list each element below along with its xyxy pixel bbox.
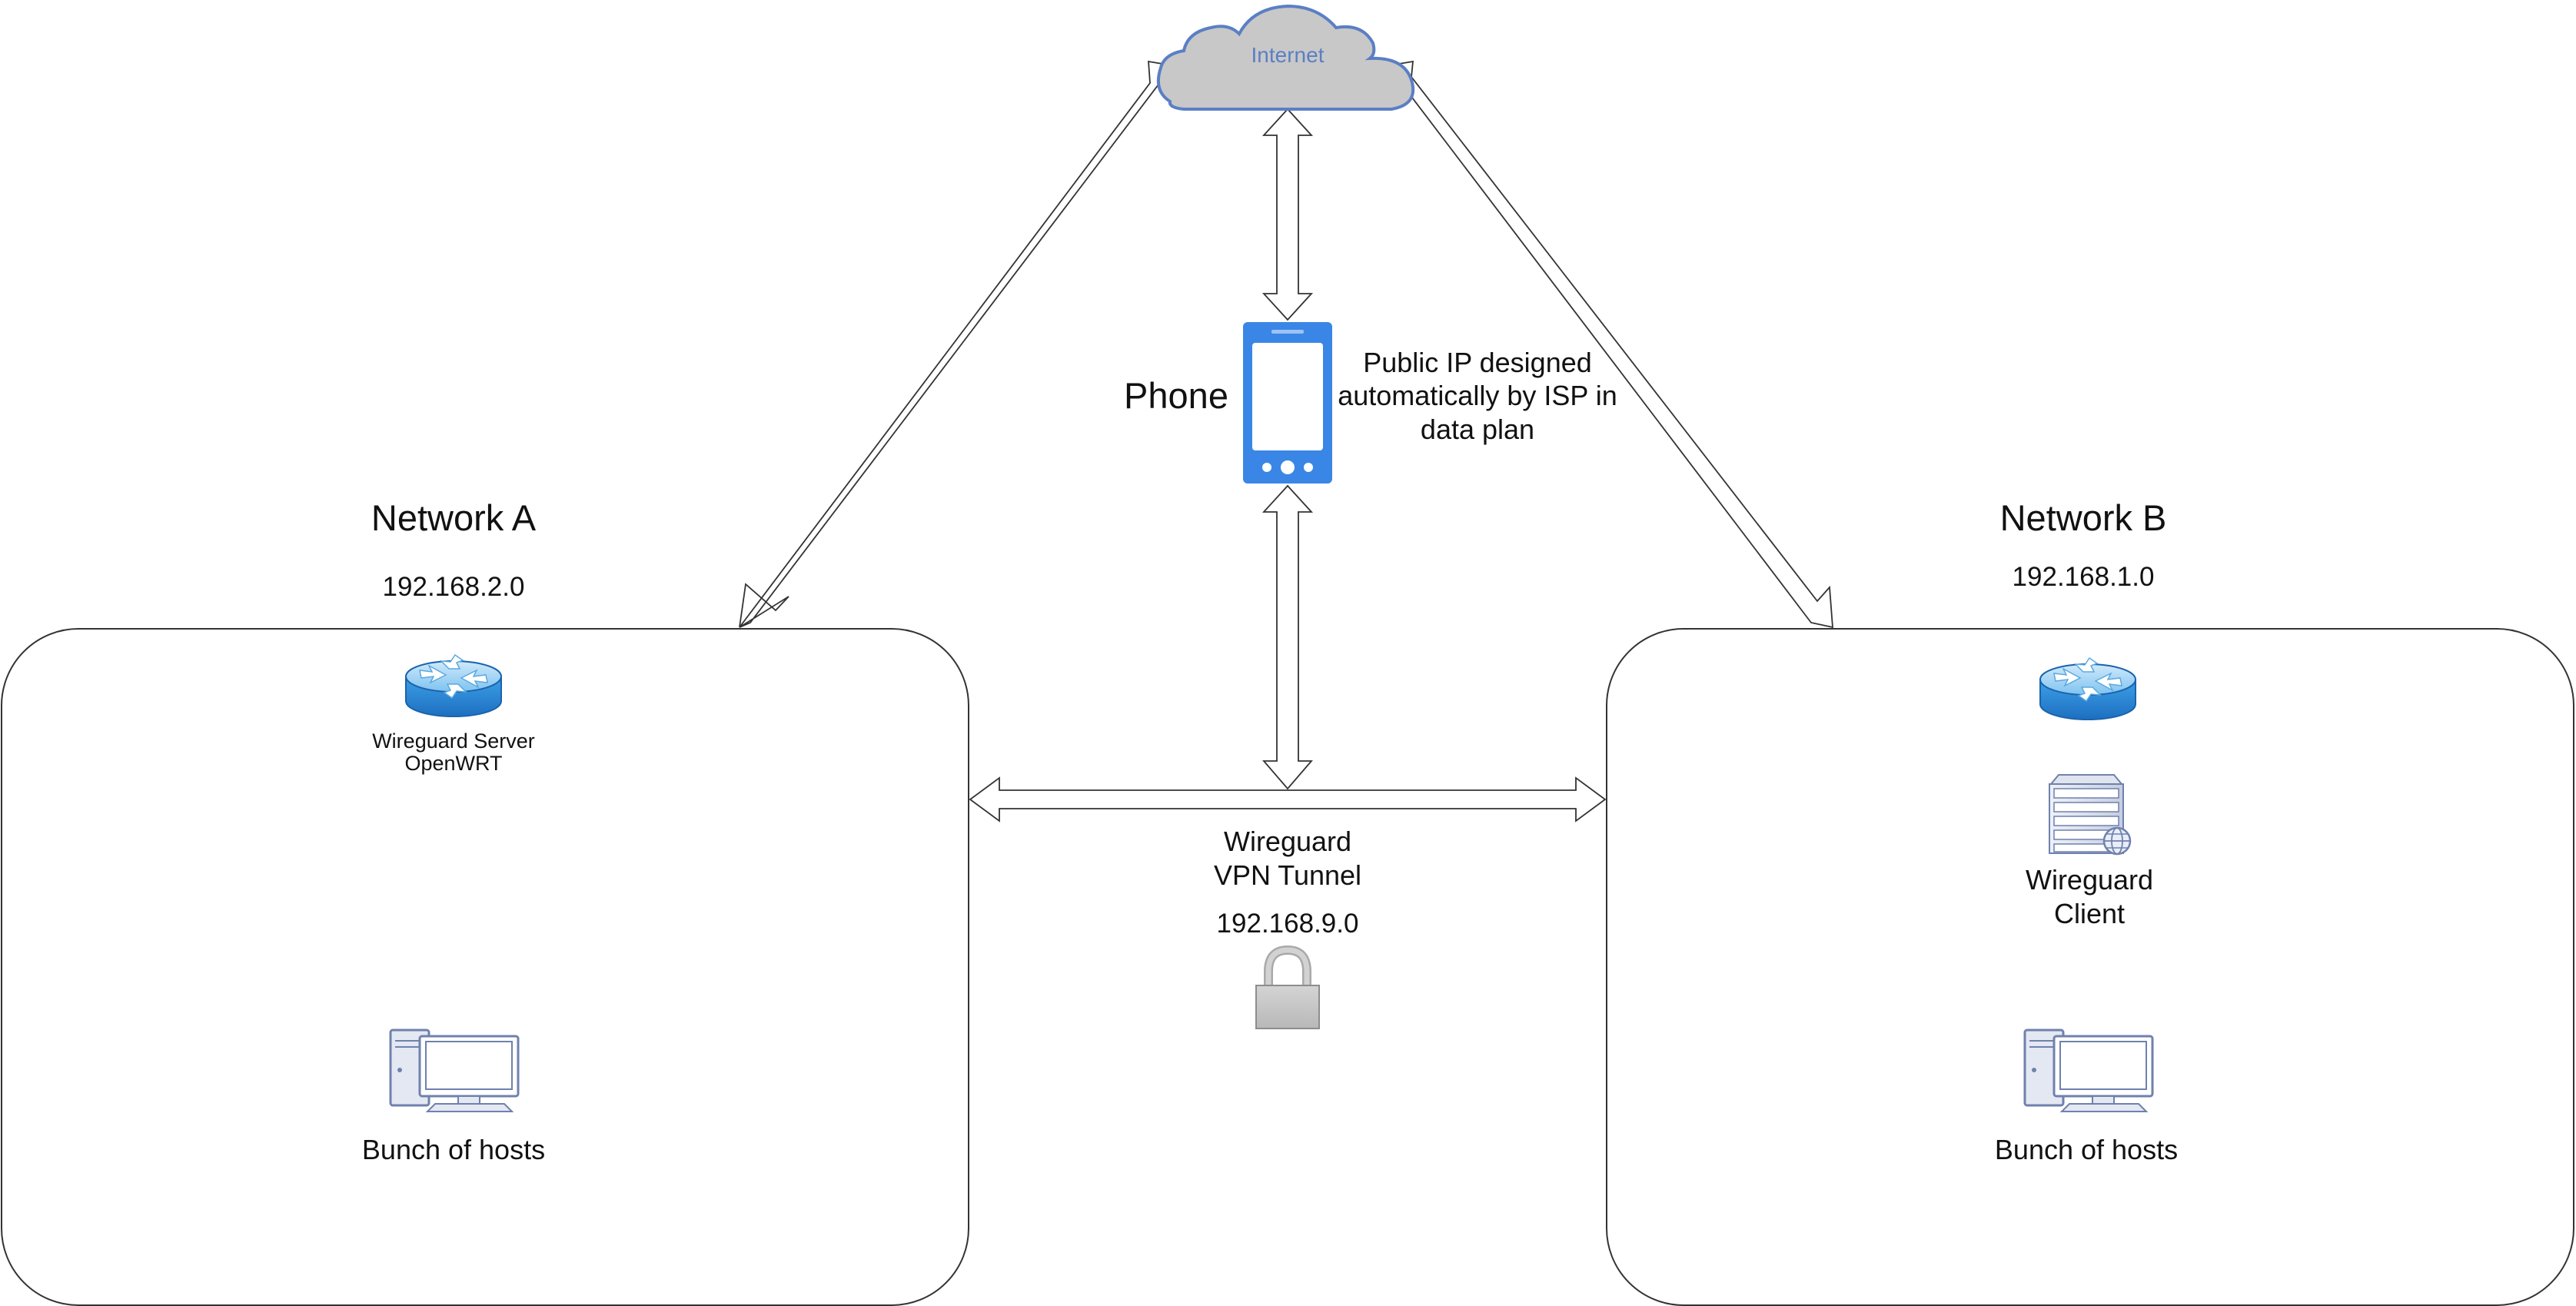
arrow-phone-tunnel — [1261, 484, 1314, 790]
network-a-title: Network A — [371, 497, 537, 538]
arrow-internet-network-b — [1384, 60, 1833, 629]
network-b-client-label-2: Client — [2054, 898, 2125, 929]
network-b-client-label-1: Wireguard — [2026, 864, 2153, 896]
network-b-hosts-label: Bunch of hosts — [1995, 1134, 2178, 1165]
phone-note-line-2: automatically by ISP in — [1338, 380, 1617, 411]
internet-label: Internet — [1251, 43, 1325, 67]
network-b-subnet: 192.168.1.0 — [2013, 562, 2155, 592]
phone-label: Phone — [1124, 375, 1228, 416]
network-a-hosts-label: Bunch of hosts — [362, 1134, 545, 1165]
arrow-internet-network-a — [739, 60, 1178, 628]
network-b-title: Network B — [2000, 497, 2167, 538]
tunnel-label-1: Wireguard — [1224, 826, 1351, 857]
phone-icon — [1243, 322, 1332, 484]
network-a-router-label-1: Wireguard Server — [372, 729, 535, 753]
phone-note-line-3: data plan — [1421, 414, 1534, 445]
tunnel-subnet: 192.168.9.0 — [1217, 909, 1359, 939]
cloud-icon — [1157, 4, 1415, 111]
phone-note-line-1: Public IP designed — [1363, 347, 1592, 378]
server-icon — [2049, 774, 2132, 856]
tunnel-label-2: VPN Tunnel — [1214, 859, 1361, 891]
arrow-vpn-tunnel — [969, 776, 1607, 822]
network-a-router-label-2: OpenWRT — [404, 752, 502, 775]
network-a-box — [1, 628, 969, 1306]
lock-icon — [1255, 945, 1320, 1029]
network-b-box — [1606, 628, 2574, 1306]
network-a-subnet: 192.168.2.0 — [383, 572, 525, 602]
arrow-internet-phone — [1261, 108, 1314, 321]
